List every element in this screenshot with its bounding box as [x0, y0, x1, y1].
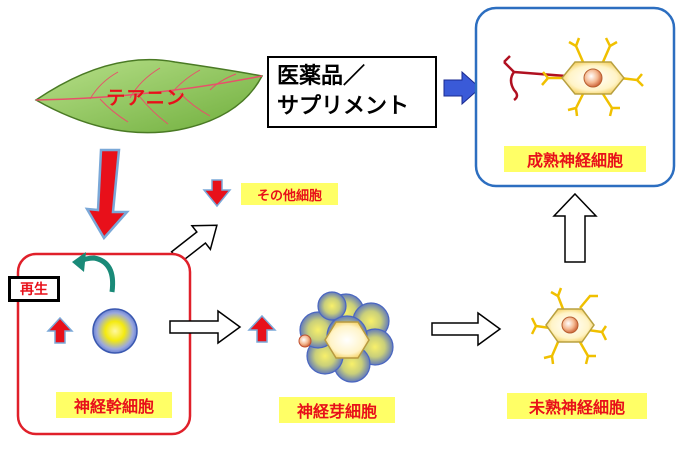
pharma-line-2: サプリメント: [277, 94, 410, 119]
red-arrow-down-small-icon: [202, 179, 232, 208]
other-cells-label: その他細胞: [241, 183, 338, 205]
immature-neuron-icon: [530, 287, 608, 365]
hollow-arrow-up-icon: [552, 192, 598, 263]
mature-neuron-label: 成熟神経細胞: [504, 146, 646, 172]
hollow-arrow-right-icon: [169, 309, 242, 345]
mature-neuron-icon: [541, 37, 644, 117]
tea-leaf: [34, 59, 264, 134]
pharma-line-1: 医薬品／: [277, 64, 366, 89]
axon-icon: [503, 55, 567, 102]
mature-neuron-box: [474, 6, 676, 188]
stem-cell-label: 神経幹細胞: [56, 392, 172, 418]
progenitor-cell-icon: [298, 291, 394, 383]
immature-neuron-label: 未熟神経細胞: [507, 393, 647, 419]
pharma-supplement-box: 医薬品／ サプリメント: [267, 56, 437, 128]
hollow-arrow-right-icon: [431, 311, 502, 347]
blue-arrow-right-icon: [443, 70, 481, 106]
regeneration-label: 再生: [8, 276, 60, 302]
red-arrow-down-icon: [84, 148, 130, 241]
theanine-label: テアニン: [106, 86, 186, 109]
stem-cell-icon: [92, 308, 138, 354]
regeneration-arrow-icon: [72, 252, 116, 293]
red-arrow-up-icon: [247, 314, 277, 343]
progenitor-label: 神経芽細胞: [279, 397, 395, 423]
red-arrow-up-icon: [46, 316, 74, 344]
